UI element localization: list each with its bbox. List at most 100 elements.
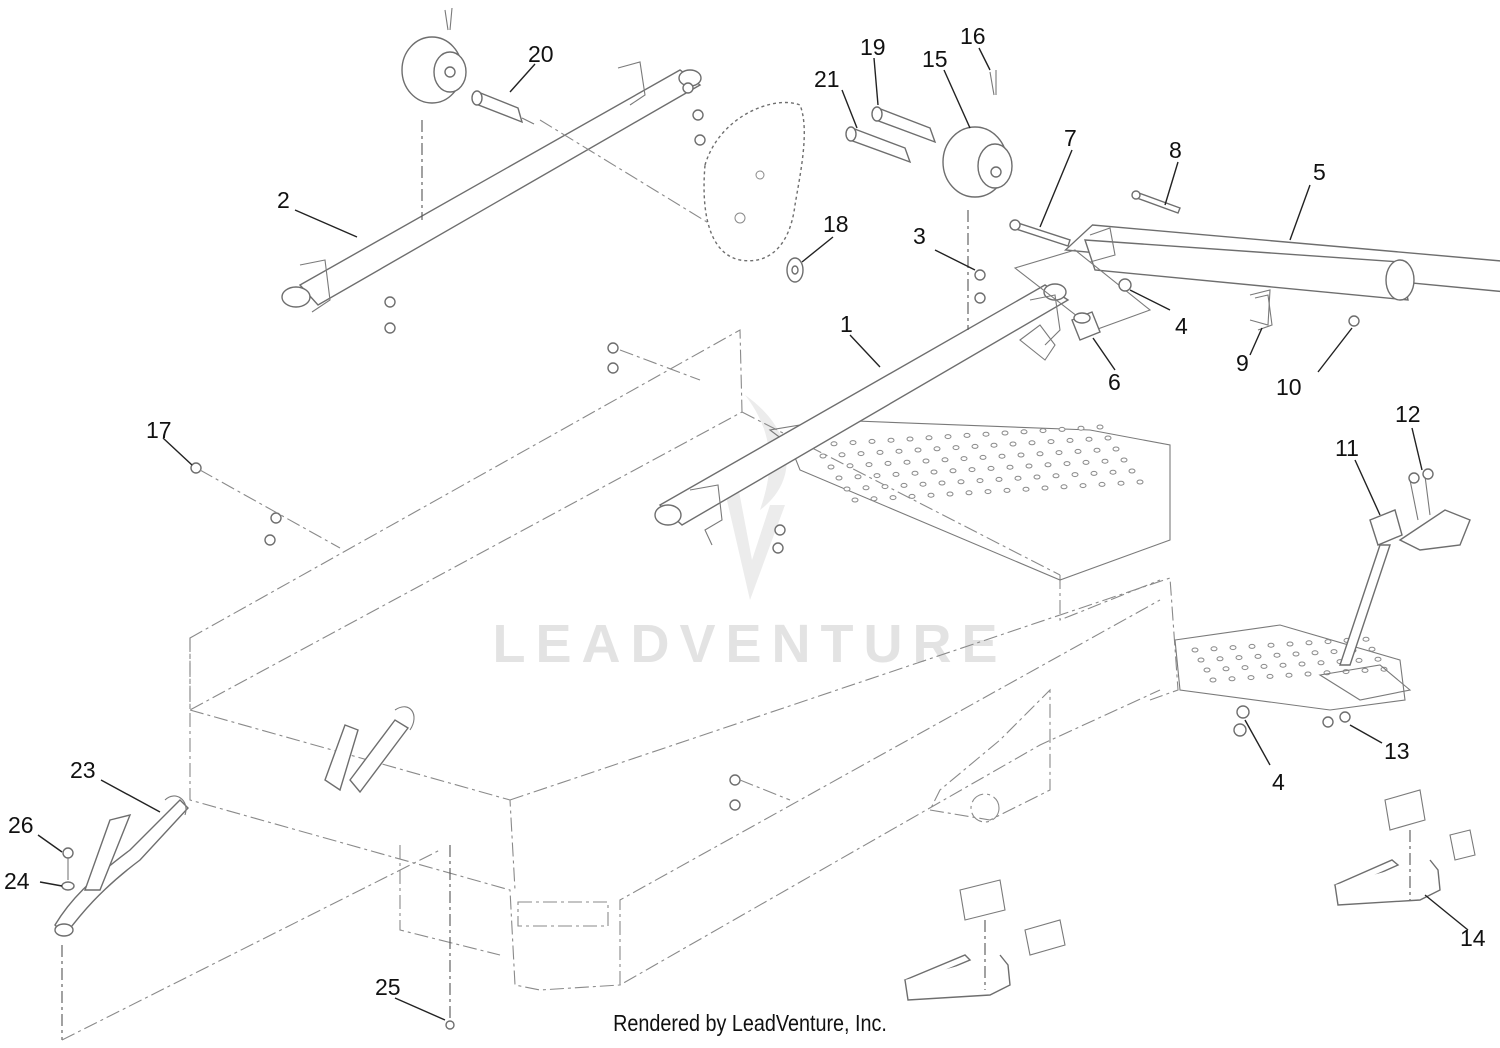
perforation-hole	[1279, 662, 1287, 668]
perforation-hole	[990, 442, 998, 448]
perforation-hole	[963, 432, 971, 438]
perforation-hole	[1216, 656, 1224, 662]
perforation-hole	[1009, 441, 1017, 447]
perforation-hole	[884, 460, 892, 466]
perforation-hole	[960, 456, 968, 462]
rivet-25	[61, 845, 455, 1041]
perforation-hole	[1298, 661, 1306, 667]
perforation-hole	[1273, 652, 1281, 658]
step-plate-upper	[768, 419, 1171, 581]
watermark-text: LEADVENTURE	[492, 614, 1007, 674]
nut-4-upper	[1118, 278, 1132, 292]
callout-2: 2	[277, 187, 290, 213]
perforation-hole	[1222, 666, 1230, 672]
perforation-hole	[1096, 424, 1104, 430]
perforation-hole	[892, 471, 900, 477]
perforation-hole	[1368, 646, 1376, 652]
callout-9: 9	[1236, 350, 1249, 376]
perforation-hole	[854, 474, 862, 480]
perforation-hole	[1254, 653, 1262, 659]
latch-hook-deck	[324, 706, 415, 794]
perforation-hole	[965, 490, 973, 496]
callout-26: 26	[8, 812, 34, 838]
perforation-hole	[1304, 671, 1312, 677]
perforation-hole	[1020, 429, 1028, 435]
perforation-hole	[846, 463, 854, 469]
perforation-hole	[1055, 450, 1063, 456]
perforation-hole	[887, 437, 895, 443]
perforation-hole	[873, 473, 881, 479]
perforation-hole	[995, 476, 1003, 482]
perforation-hole	[1305, 640, 1313, 646]
perforation-hole	[1128, 468, 1136, 474]
gauge-wheel-left	[401, 7, 467, 104]
perforation-pattern	[811, 424, 1144, 503]
callout-8: 8	[1169, 137, 1182, 163]
callout-4-lower: 4	[1272, 769, 1285, 795]
perforation-hole	[979, 454, 987, 460]
perforation-hole	[914, 447, 922, 453]
perforation-hole	[838, 452, 846, 458]
perforation-hole	[1077, 425, 1085, 431]
bolt-26	[62, 847, 74, 880]
perforation-hole	[1041, 485, 1049, 491]
perforation-hole	[1079, 483, 1087, 489]
wheel-shield	[703, 101, 805, 262]
perforation-hole	[946, 491, 954, 497]
perforation-hole	[1120, 457, 1128, 463]
nuts-13	[1322, 711, 1351, 728]
perforation-hole	[1066, 437, 1074, 443]
perforation-hole	[870, 496, 878, 502]
perforation-hole	[957, 479, 965, 485]
perforation-hole	[900, 482, 908, 488]
perforation-hole	[933, 446, 941, 452]
perforation-hole	[1044, 462, 1052, 468]
perforation-hole	[930, 469, 938, 475]
perforation-hole	[862, 485, 870, 491]
perforation-hole	[1260, 663, 1268, 669]
clip-9	[1254, 294, 1273, 331]
washer-24	[61, 881, 75, 891]
callout-4-upper: 4	[1175, 313, 1188, 339]
callout-16: 16	[960, 23, 986, 49]
perforation-pattern	[1191, 636, 1388, 683]
axle-pin-20	[471, 90, 535, 125]
bushing-6	[1071, 311, 1101, 341]
perforation-hole	[1266, 673, 1274, 679]
perforation-hole	[1362, 636, 1370, 642]
perforation-hole	[1330, 649, 1338, 655]
perforation-hole	[865, 462, 873, 468]
callout-5: 5	[1313, 159, 1326, 185]
perforation-hole	[952, 445, 960, 451]
leader-lines	[37, 47, 1469, 1021]
perforation-hole	[1090, 470, 1098, 476]
perforation-hole	[1101, 458, 1109, 464]
perforation-hole	[1001, 430, 1009, 436]
perforation-hole	[1292, 651, 1300, 657]
perforation-hole	[941, 457, 949, 463]
perforation-hole	[1058, 426, 1066, 432]
perforation-hole	[895, 448, 903, 454]
perforation-hole	[1052, 473, 1060, 479]
perforation-hole	[908, 493, 916, 499]
callout-10: 10	[1276, 374, 1302, 400]
perforation-hole	[1191, 647, 1199, 653]
perforation-hole	[1311, 650, 1319, 656]
axle-bolts-rear	[384, 82, 706, 334]
callout-15: 15	[922, 46, 948, 72]
perforation-hole	[919, 481, 927, 487]
footer-credit: Rendered by LeadVenture, Inc.	[613, 1010, 887, 1036]
pin-7	[1009, 219, 1071, 247]
perforation-hole	[1022, 486, 1030, 492]
perforation-hole	[1235, 655, 1243, 661]
perforation-hole	[971, 443, 979, 449]
perforation-hole	[1063, 461, 1071, 467]
perforation-hole	[1085, 436, 1093, 442]
perforation-hole	[1060, 484, 1068, 490]
step-plate-right	[1174, 624, 1406, 711]
perforation-hole	[1003, 487, 1011, 493]
callout-25: 25	[375, 974, 401, 1000]
perforation-hole	[1210, 646, 1218, 652]
callout-7: 7	[1064, 125, 1077, 151]
